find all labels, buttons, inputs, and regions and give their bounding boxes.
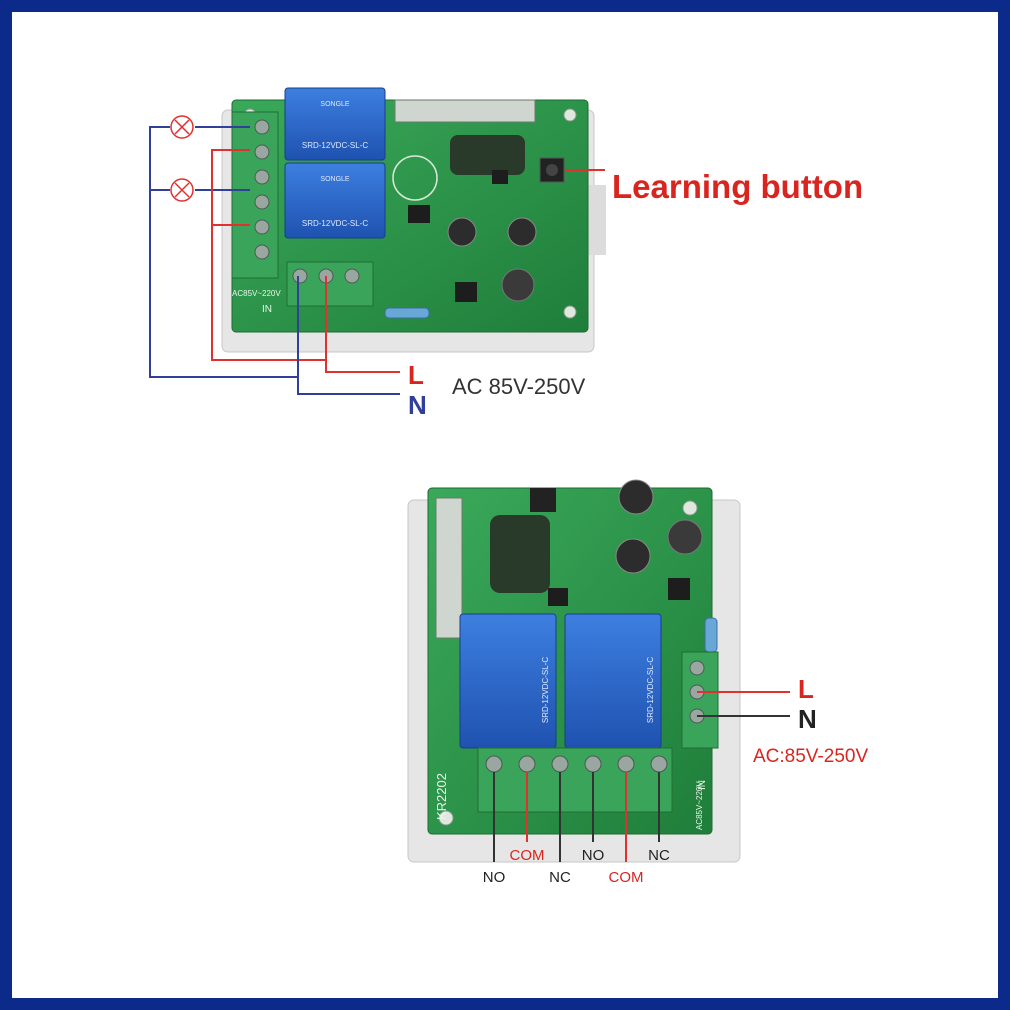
wire-N (297, 276, 400, 395)
bottom-wiring (493, 691, 790, 862)
learning-button[interactable] (530, 488, 556, 512)
input-label: IN (262, 304, 272, 315)
lamp-icon (174, 119, 190, 135)
bottom-N-label: N (798, 704, 817, 734)
bottom-relay-1: SRD-12VDC-SL-C (459, 613, 557, 749)
terminal-screw (650, 755, 668, 773)
resistor (704, 617, 718, 653)
terminal-screw (617, 755, 635, 773)
capacitor (507, 217, 537, 247)
top-relay-2: SONGLE SRD-12VDC-SL-C (284, 162, 386, 239)
relay-model: SRD-12VDC-SL-C (646, 657, 655, 723)
bottom-L-label: L (798, 674, 814, 704)
terminal-label-nc-1: NC (549, 869, 571, 886)
terminal-screw (344, 268, 360, 284)
top-N-label: N (408, 390, 427, 420)
top-board: SONGLE SRD-12VDC-SL-C SONGLE SRD-12VDC-S… (221, 87, 606, 353)
relay-model: SRD-12VDC-SL-C (302, 219, 368, 228)
model-label: KR2202 (434, 773, 449, 820)
terminal-screw (254, 194, 270, 210)
terminal-screw (254, 219, 270, 235)
lamp-1 (170, 115, 194, 139)
voltage-mark: AC85V~220V (695, 781, 704, 830)
terminal-screw (584, 755, 602, 773)
relay-model: SRD-12VDC-SL-C (541, 657, 550, 723)
antenna-coil (450, 135, 525, 175)
chip (668, 578, 690, 600)
mount-hole (438, 810, 454, 826)
top-relay-1: SONGLE SRD-12VDC-SL-C (284, 87, 386, 161)
top-L-label: L (408, 360, 424, 390)
capacitor (618, 479, 654, 515)
inductor (501, 268, 535, 302)
bottom-board: SRD-12VDC-SL-C SRD-12VDC-SL-C KR2202 AC8… (407, 479, 741, 863)
learning-button-label: Learning button (612, 168, 863, 205)
inductor (667, 519, 703, 555)
pcb-silkscreen-circle (392, 155, 438, 201)
chip (492, 170, 508, 184)
rf-module (435, 497, 463, 639)
top-input-terminal-block (286, 261, 374, 307)
terminal-label-nc-2: NC (648, 847, 670, 864)
capacitor (447, 217, 477, 247)
terminal-screw (518, 755, 536, 773)
terminal-screw (292, 268, 308, 284)
terminal-screw (254, 144, 270, 160)
top-left-terminal-block (231, 111, 279, 279)
voltage-mark: AC85V~220V (232, 289, 281, 298)
wiring-diagram: SONGLE SRD-12VDC-SL-C SONGLE SRD-12VDC-S… (149, 87, 868, 886)
terminal-label-no-1: NO (483, 869, 506, 886)
terminal-label-com-1: COM (510, 847, 545, 864)
bottom-ac-label: AC:85V-250V (753, 746, 868, 767)
top-housing-tab (588, 185, 606, 255)
capacitor (615, 538, 651, 574)
relay-brand: SONGLE (320, 176, 350, 183)
top-wiring (149, 126, 605, 395)
wire-red (211, 149, 326, 361)
relay-brand: SONGLE (320, 101, 350, 108)
terminal-screw (254, 119, 270, 135)
lamp-icon (174, 182, 190, 198)
input-label: IN (697, 780, 708, 790)
bottom-relay-2: SRD-12VDC-SL-C (564, 613, 662, 749)
mount-hole (563, 305, 577, 319)
mount-hole (563, 108, 577, 122)
bottom-output-terminal-block (477, 747, 673, 813)
chip (455, 282, 477, 302)
wire-L (325, 276, 400, 373)
terminal-label-no-2: NO (582, 847, 605, 864)
lamp-2 (170, 178, 194, 202)
terminal-label-com-2: COM (609, 869, 644, 886)
wire-blue (149, 126, 298, 378)
terminal-screw (485, 755, 503, 773)
bottom-input-terminal-block (681, 651, 719, 749)
diagram-frame: SONGLE SRD-12VDC-SL-C SONGLE SRD-12VDC-S… (12, 12, 998, 998)
chip (548, 588, 568, 606)
antenna-coil (490, 515, 550, 593)
terminal-screw (254, 169, 270, 185)
relay-model: SRD-12VDC-SL-C (302, 141, 368, 150)
learning-button-cap (546, 164, 558, 176)
mount-hole (682, 500, 698, 516)
top-ac-label: AC 85V-250V (452, 374, 586, 399)
resistor (384, 307, 430, 319)
chip (408, 205, 430, 223)
terminal-screw (254, 244, 270, 260)
terminal-screw (551, 755, 569, 773)
rf-module (394, 99, 536, 123)
terminal-screw (689, 660, 705, 676)
